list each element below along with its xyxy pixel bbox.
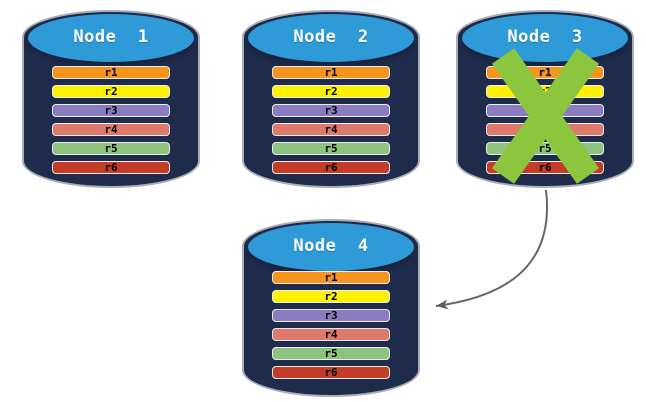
node-1-row-r2: r2 bbox=[52, 85, 170, 98]
node-4-row-r5: r5 bbox=[272, 347, 390, 360]
node-3-cylinder-top bbox=[462, 14, 628, 62]
node-4-title: Node 4 bbox=[293, 236, 369, 256]
node-2: Node 2 r1 r2 r3 r4 r5 r6 bbox=[242, 8, 420, 188]
node-1-row-r5: r5 bbox=[52, 142, 170, 155]
node-1: Node 1 r1 r2 r3 r4 r5 r6 bbox=[22, 8, 200, 188]
node-2-row-r1: r1 bbox=[272, 66, 390, 79]
node-4-row-r2: r2 bbox=[272, 290, 390, 303]
node-1-cylinder-top bbox=[28, 14, 194, 62]
node-3-title: Node 3 bbox=[507, 27, 583, 47]
node-2-cylinder-top bbox=[248, 14, 414, 62]
node-4-row-r3: r3 bbox=[272, 309, 390, 322]
node-4-row-r6: r6 bbox=[272, 366, 390, 379]
node-2-title: Node 2 bbox=[293, 27, 369, 47]
node-1-row-r6: r6 bbox=[52, 161, 170, 174]
node-3: Node 3 r1 r2 r3 r4 r5 r6 bbox=[456, 8, 634, 188]
node-4-row-r4: r4 bbox=[272, 328, 390, 341]
node-4-row-list: r1 r2 r3 r4 r5 r6 bbox=[272, 271, 390, 379]
node-2-row-r3: r3 bbox=[272, 104, 390, 117]
node-4: Node 4 r1 r2 r3 r4 r5 r6 bbox=[242, 217, 420, 397]
node-1-title: Node 1 bbox=[73, 27, 149, 47]
node-2-row-r4: r4 bbox=[272, 123, 390, 136]
node-1-row-r4: r4 bbox=[52, 123, 170, 136]
node-2-row-r2: r2 bbox=[272, 85, 390, 98]
node-2-row-list: r1 r2 r3 r4 r5 r6 bbox=[272, 66, 390, 174]
node-4-row-r1: r1 bbox=[272, 271, 390, 284]
node-4-cylinder-top bbox=[248, 223, 414, 271]
failure-x-icon bbox=[491, 48, 600, 184]
node-1-row-r3: r3 bbox=[52, 104, 170, 117]
node-1-row-list: r1 r2 r3 r4 r5 r6 bbox=[52, 66, 170, 174]
node-2-row-r6: r6 bbox=[272, 161, 390, 174]
node-2-row-r5: r5 bbox=[272, 142, 390, 155]
node-1-row-r1: r1 bbox=[52, 66, 170, 79]
